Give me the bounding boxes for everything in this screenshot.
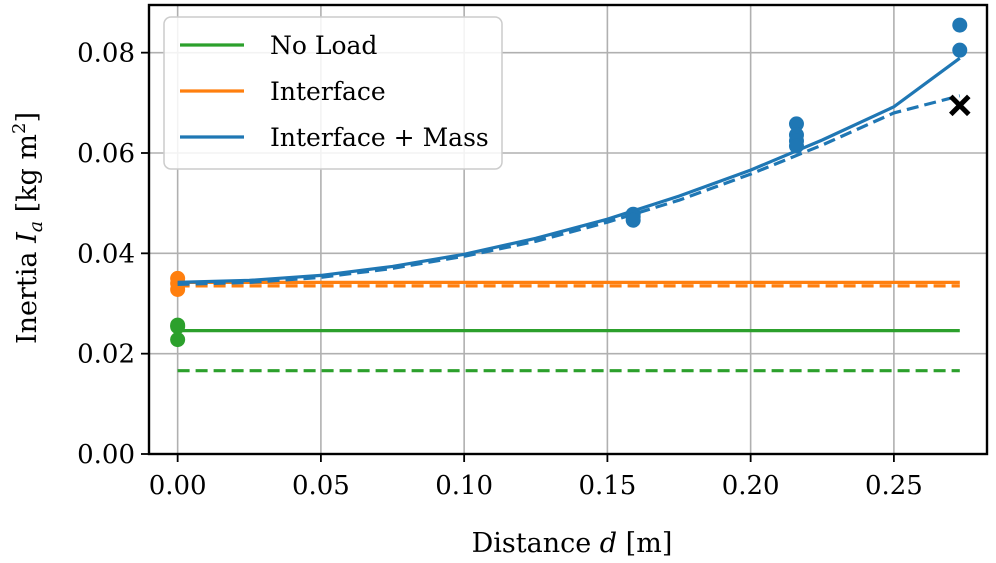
x-marker-stroke [949, 94, 971, 117]
no-load-data-point [170, 332, 186, 348]
x-tick-label: 0.25 [865, 471, 923, 501]
x-tick-label: 0.20 [722, 471, 780, 501]
x-tick-label: 0.05 [292, 471, 350, 501]
interface-mass-data-point [788, 138, 804, 154]
y-tick-label: 0.00 [77, 440, 135, 470]
axis-ticks: 0.00 0.05 0.10 0.15 0.20 0.25 0.00 0.02 0.04 0.06… [77, 39, 923, 501]
y-tick-label: 0.06 [77, 139, 135, 169]
legend-box [163, 16, 503, 170]
y-axis-label: Inertia Ia [kg m2] [9, 112, 47, 344]
interface-mass-dashed-line [177, 94, 961, 286]
y-tick-label: 0.04 [77, 239, 135, 269]
legend: No Load Interface Interface + Mass [163, 16, 503, 170]
no-load-data-point [170, 319, 186, 335]
x-tick-label: 0.10 [435, 471, 493, 501]
axes-frame [147, 3, 989, 456]
interface-mass-data-point [788, 116, 804, 132]
interface-mass-data-point [625, 212, 641, 228]
legend-label-interface: Interface [270, 77, 386, 106]
x-axis-label: Distance d [m] [472, 528, 673, 559]
plot-area [170, 17, 971, 373]
x-tick-label: 0.00 [149, 471, 207, 501]
y-tick-label: 0.02 [77, 340, 135, 370]
interface-mass-data-point [952, 42, 968, 58]
interface-mass-solid-line [177, 56, 961, 284]
legend-label-no-load: No Load [270, 31, 377, 60]
y-tick-label: 0.08 [77, 39, 135, 69]
legend-label-interface-mass: Interface + Mass [270, 123, 489, 152]
interface-mass-data-point [952, 17, 968, 33]
x-marker [949, 94, 971, 117]
x-tick-label: 0.15 [578, 471, 636, 501]
